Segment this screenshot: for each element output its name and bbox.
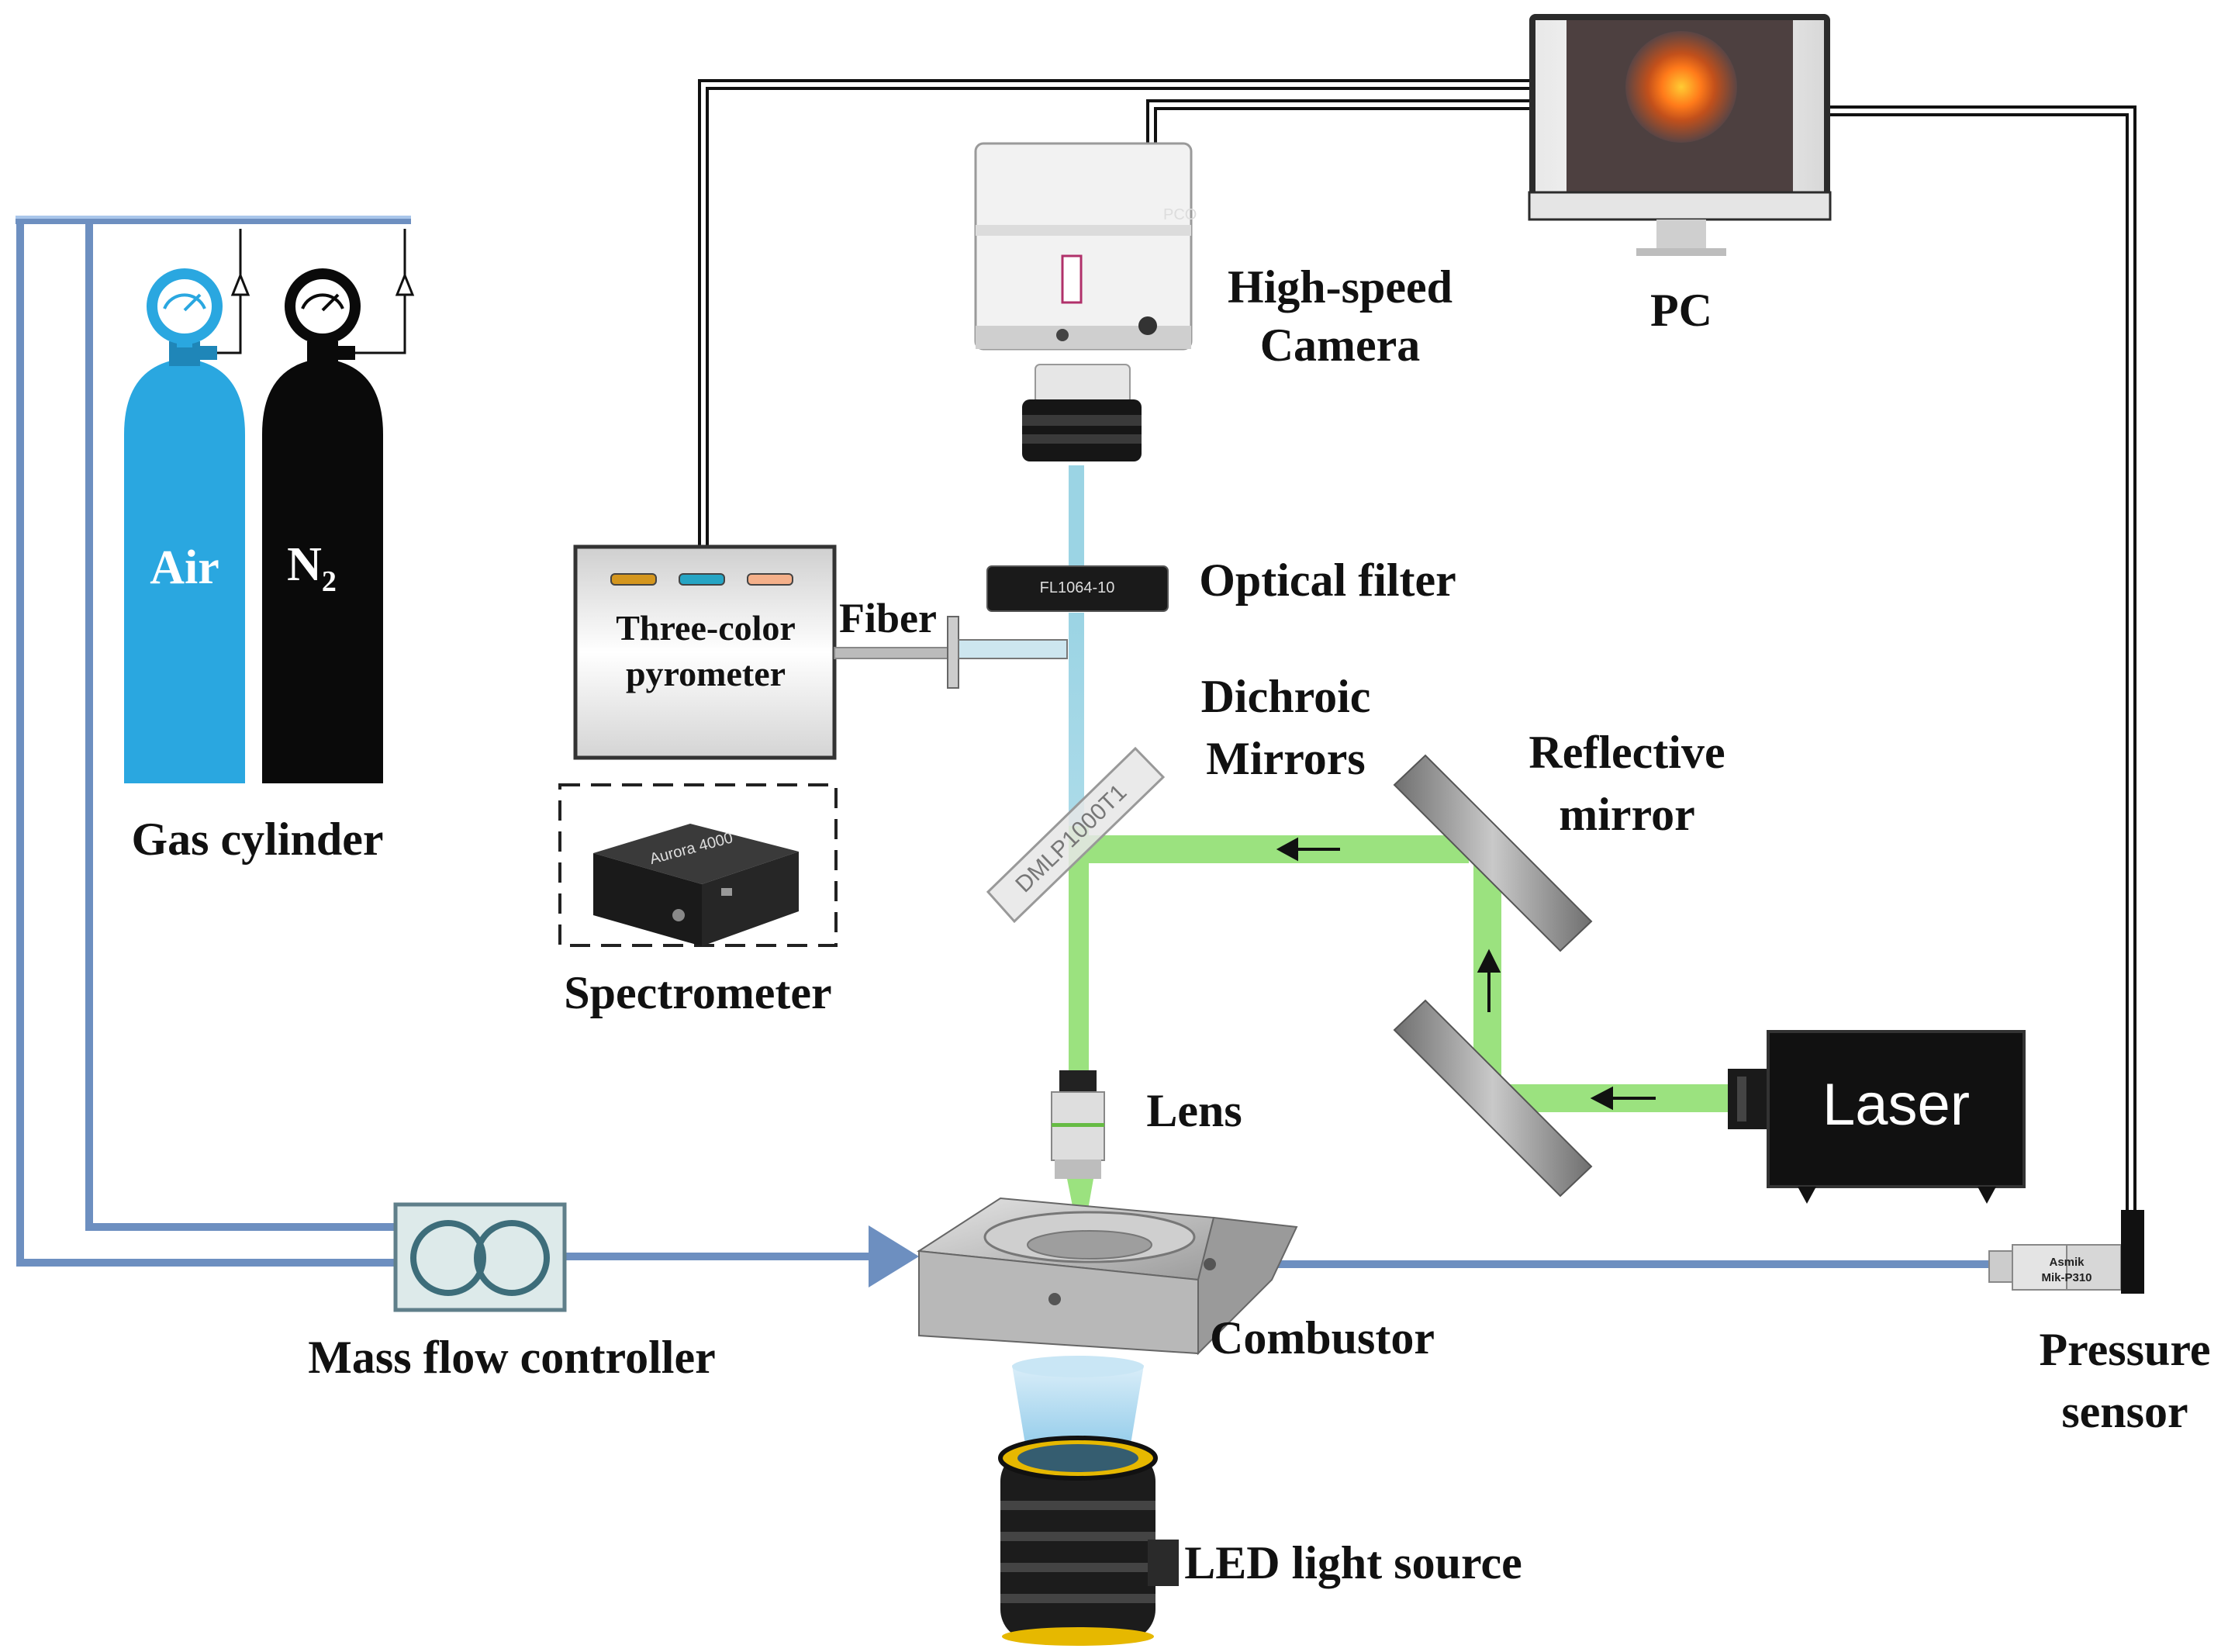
high-speed-camera-label-line2: Camera bbox=[1260, 320, 1421, 371]
cable-pc-to-pressure-sensor bbox=[1830, 105, 2136, 1210]
n2-gauge-icon bbox=[285, 268, 361, 347]
high-speed-camera: PCO bbox=[974, 142, 1197, 461]
lens bbox=[1051, 1070, 1105, 1179]
cable-pc-to-camera-inner bbox=[1154, 107, 1529, 190]
laser-label: Laser bbox=[1822, 1072, 1970, 1138]
sensor-model-text: Mik-P310 bbox=[2041, 1271, 2092, 1284]
probe-beam-upper bbox=[1069, 465, 1084, 566]
direction-arrow-icon bbox=[1477, 949, 1501, 973]
combustor bbox=[917, 1197, 1298, 1356]
combustor-label: Combustor bbox=[1210, 1312, 1435, 1363]
cable-pc-to-camera bbox=[1146, 99, 1529, 190]
optical-filter: FL1064-10 bbox=[986, 565, 1169, 612]
optical-filter-label: Optical filter bbox=[1199, 555, 1456, 606]
sensor-brand-text: Asmik bbox=[2049, 1256, 2085, 1269]
direction-arrow-icon bbox=[1590, 1086, 1613, 1111]
cable-pc-to-pyrometer bbox=[698, 79, 1529, 547]
beam-arrows bbox=[1276, 837, 1656, 1111]
cable-pc-to-pyrometer-inner bbox=[706, 87, 1529, 547]
gas-cylinder-label: Gas cylinder bbox=[132, 814, 384, 865]
camera-brand-text: PCO bbox=[1163, 206, 1197, 223]
high-speed-camera-label-line1: High-speed bbox=[1228, 261, 1453, 313]
flow-arrow-icon bbox=[869, 1225, 919, 1287]
reflective-mirror-upper bbox=[1393, 754, 1593, 952]
pressure-sensor: Asmik Mik-P310 bbox=[1988, 1210, 2144, 1294]
laser: Laser bbox=[1728, 1030, 2026, 1204]
mass-flow-controller bbox=[393, 1202, 567, 1312]
dichroic-mirrors-label-line1: Dichroic bbox=[1201, 671, 1371, 722]
n2-label: N2 bbox=[287, 538, 337, 598]
cable-pc-to-pressure-sensor-inner bbox=[1830, 113, 2129, 1210]
direction-arrow-icon bbox=[1276, 837, 1298, 862]
lens-label: Lens bbox=[1146, 1085, 1242, 1136]
spectrometer-label: Spectrometer bbox=[564, 967, 831, 1018]
spectrometer: Aurora 4000 bbox=[558, 783, 838, 947]
n2-valve-icon bbox=[395, 271, 415, 296]
led-light-source-label: LED light source bbox=[1184, 1537, 1522, 1588]
air-gauge-icon bbox=[147, 268, 223, 347]
data-cables bbox=[698, 79, 2136, 1210]
reflective-mirrors bbox=[1393, 754, 1593, 1198]
three-color-label-line2: pyrometer bbox=[626, 654, 786, 693]
pressure-sensor-label-line1: Pressure bbox=[2039, 1324, 2210, 1375]
led-light-source bbox=[998, 1356, 1179, 1646]
air-valve-line bbox=[217, 229, 242, 354]
mass-flow-controller-label: Mass flow controller bbox=[308, 1332, 715, 1383]
reflective-mirror-label-line1: Reflective bbox=[1529, 727, 1725, 778]
reflective-mirror-lower bbox=[1393, 999, 1593, 1198]
fiber bbox=[834, 616, 1068, 689]
led-light-cone bbox=[1012, 1365, 1144, 1458]
fiber-label: Fiber bbox=[839, 595, 937, 641]
air-label: Air bbox=[150, 541, 219, 594]
pc-label: PC bbox=[1650, 285, 1712, 336]
air-valve-icon bbox=[230, 271, 250, 296]
three-color-label-line1: Three-color bbox=[616, 608, 796, 648]
three-color-pyrometer: Three-color pyrometer bbox=[573, 544, 837, 760]
n2-cylinder bbox=[262, 358, 383, 783]
dichroic-mirrors-label-line2: Mirrors bbox=[1206, 733, 1365, 784]
air-cylinder bbox=[124, 358, 245, 783]
n2-valve-line bbox=[355, 229, 406, 354]
reflective-mirror-label-line2: mirror bbox=[1559, 789, 1694, 840]
gas-cylinders: Air N2 bbox=[124, 229, 415, 783]
filter-model-text: FL1064-10 bbox=[1040, 579, 1115, 596]
beams bbox=[1067, 465, 1729, 1249]
pc-monitor bbox=[1528, 14, 1832, 256]
pressure-sensor-label-line2: sensor bbox=[2061, 1386, 2188, 1437]
gas-lines bbox=[16, 216, 1989, 1268]
